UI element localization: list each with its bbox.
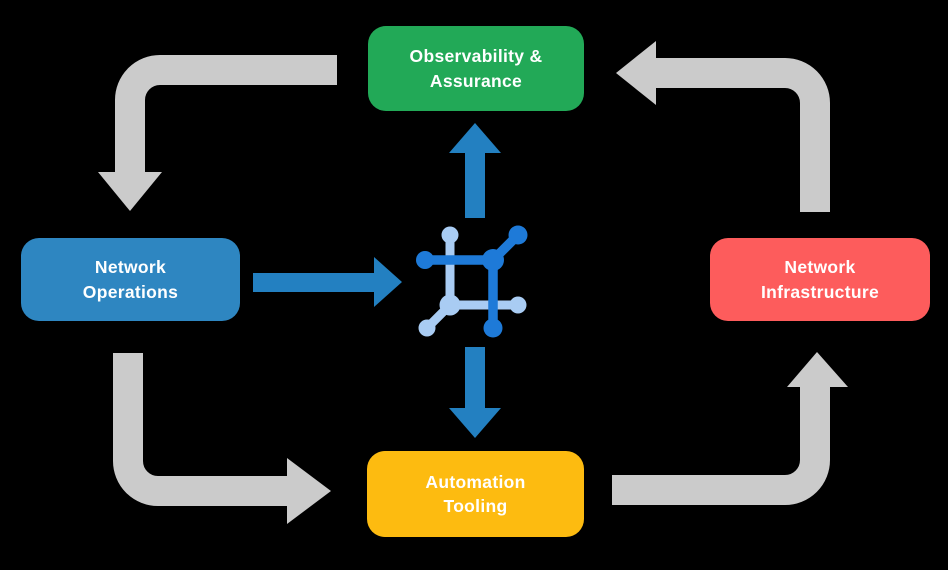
arrow-shaft (253, 273, 375, 292)
arrow-head-left (616, 41, 656, 105)
node-label: Automation Tooling (425, 471, 526, 517)
arrow-center-to-observability (449, 123, 501, 218)
arrow-shaft (465, 150, 485, 218)
node-label: Network Infrastructure (761, 257, 879, 302)
node-automation-tooling: Automation Tooling (367, 451, 584, 537)
arrow-head-right (287, 458, 331, 524)
arrow-automation-to-infrastructure (612, 352, 848, 505)
arrow-infrastructure-to-observability (616, 41, 830, 212)
arrow-shaft (612, 385, 830, 505)
arrow-head-right (374, 257, 402, 307)
node-observability-assurance: Observability & Assurance (368, 26, 584, 111)
arrow-head-down (449, 408, 501, 438)
arrow-operations-to-center (253, 257, 402, 307)
icon-dark-nodes (416, 225, 528, 338)
arrow-head-up (787, 352, 848, 387)
arrow-shaft (654, 58, 830, 212)
node-label: Observability & Assurance (409, 46, 543, 91)
icon-light-nodes (418, 226, 527, 337)
arrow-operations-to-automation (113, 353, 331, 524)
arrow-observability-to-operations (98, 55, 337, 211)
node-label: Network Operations (82, 257, 179, 302)
arrow-head-up (449, 123, 501, 153)
node-network-infrastructure: Network Infrastructure (710, 238, 930, 321)
node-network-operations: Network Operations (21, 238, 240, 321)
arrow-shaft (115, 55, 337, 174)
network-mesh-icon (416, 225, 528, 338)
arrow-head-down (98, 172, 162, 211)
arrow-shaft (113, 353, 289, 506)
arrow-shaft (465, 347, 485, 411)
arrow-center-to-automation (449, 347, 501, 438)
